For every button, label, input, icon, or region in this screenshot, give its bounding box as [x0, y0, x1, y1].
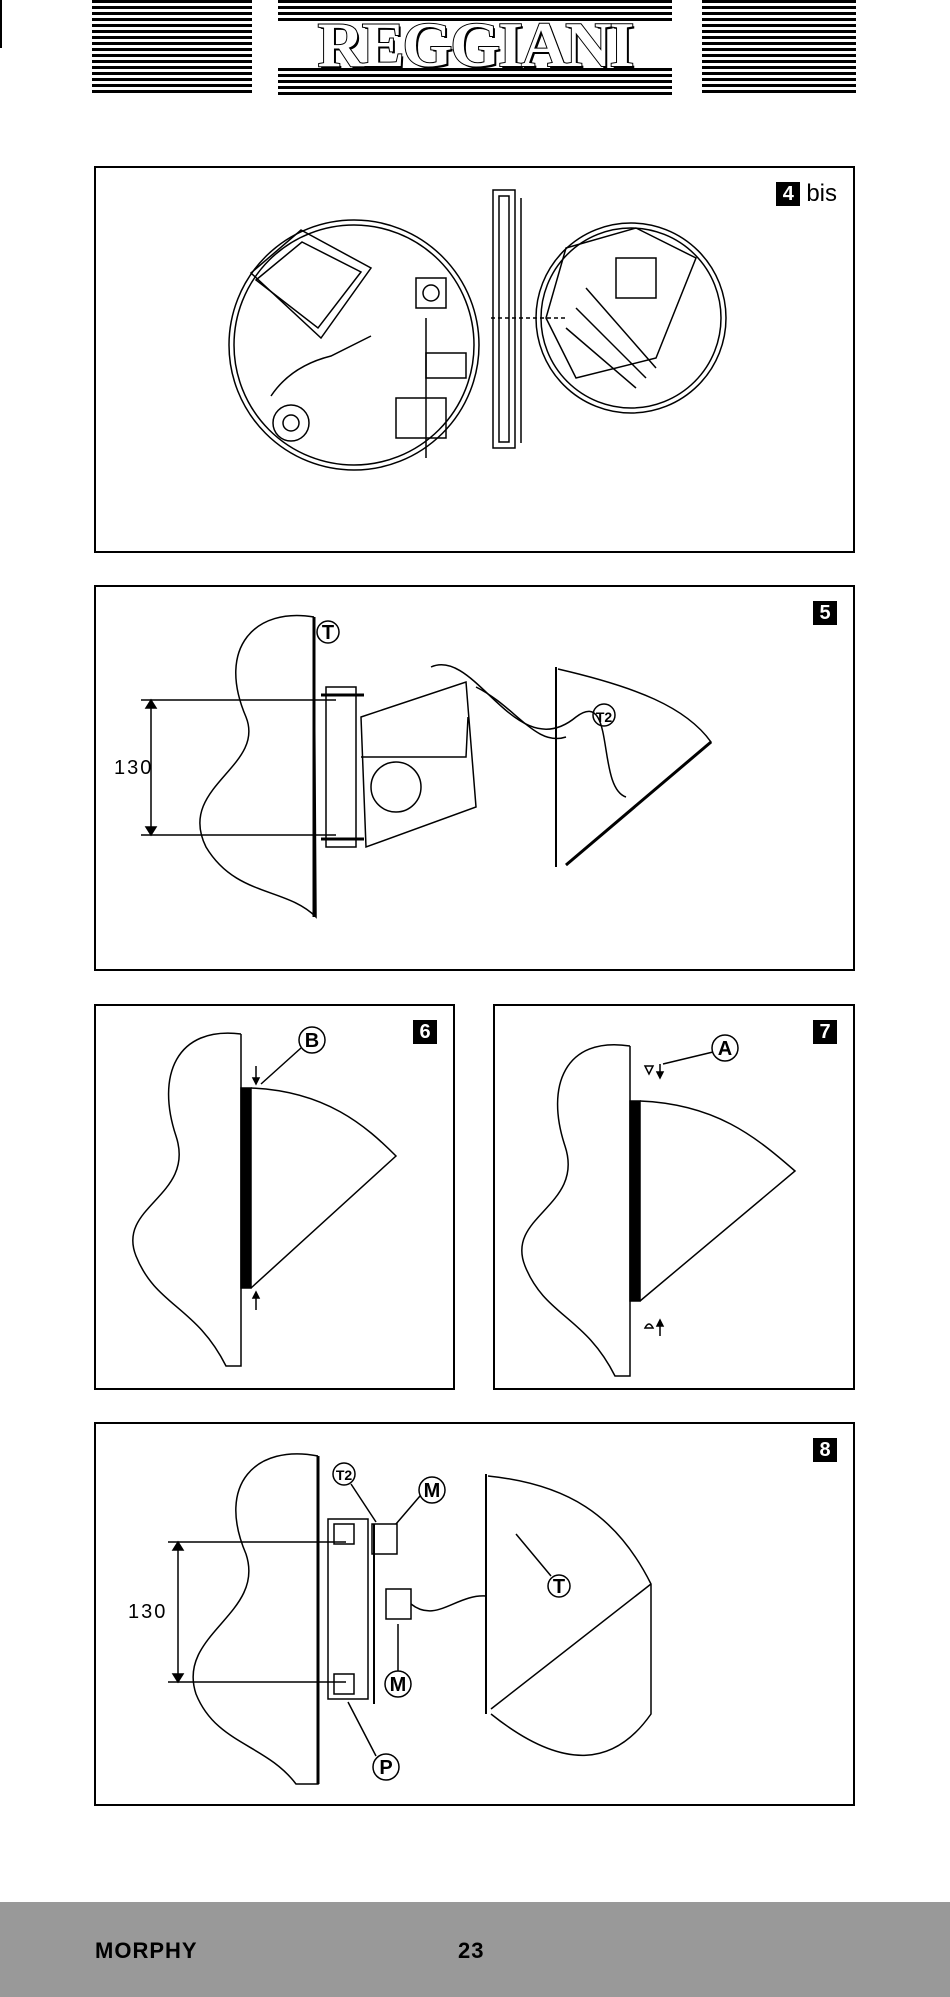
callout-t2-circle — [592, 703, 616, 727]
mounting-plate — [327, 1518, 369, 1700]
header-stripes-right — [702, 0, 856, 96]
fixture-back-view — [228, 219, 480, 471]
callout-a-circle — [711, 1034, 739, 1062]
connector-m — [385, 1588, 412, 1620]
lamp-shade — [557, 668, 713, 866]
mount-ring — [272, 404, 310, 442]
fixture-shade — [250, 1087, 398, 1289]
figure-label: 4 bis — [776, 182, 837, 206]
wall-profile — [192, 1453, 319, 1785]
wall-profile — [199, 614, 317, 919]
figure-number: 4 — [776, 182, 801, 206]
figure-number: 7 — [813, 1020, 837, 1044]
figure-5-drawing: T T2 130 — [114, 614, 713, 919]
figure-number: 6 — [413, 1020, 437, 1044]
brand-logo: REGGIANI — [317, 9, 636, 81]
wall-profile — [521, 1044, 631, 1377]
callout-b: B — [305, 1030, 319, 1052]
fixture-shade — [639, 1100, 797, 1302]
product-name: MORPHY — [95, 1938, 198, 1963]
terminal-block-m — [371, 1523, 398, 1555]
front-frame — [492, 189, 516, 449]
figure-8-panel: 8 T2 M T M P 130 — [94, 1422, 855, 1806]
callout-t2-circle — [332, 1462, 356, 1486]
page-number: 23 — [458, 1938, 485, 1963]
callout-b-circle — [298, 1026, 326, 1054]
reflector — [545, 227, 697, 379]
dimension-label: 130 — [114, 757, 153, 779]
page-footer: MORPHY 23 — [0, 1902, 950, 1997]
figure-7-drawing: A — [521, 1034, 797, 1377]
wall-profile — [132, 1032, 242, 1367]
figure-5-panel: 5 T T2 130 — [94, 585, 855, 971]
figure-label: 6 — [413, 1020, 437, 1044]
fixture-ring — [240, 1087, 252, 1289]
fixture-ring — [629, 1100, 641, 1302]
callout-t-circle — [547, 1574, 571, 1598]
callout-t: T — [553, 1576, 565, 1598]
callout-t2: T2 — [336, 1467, 353, 1483]
page-header: REGGIANI — [0, 0, 950, 100]
callout-t2: T2 — [596, 709, 613, 725]
figure-6-panel: 6 B — [94, 1004, 455, 1390]
power-cable — [430, 664, 627, 798]
figure-number: 8 — [813, 1438, 837, 1462]
callout-m-bottom: M — [390, 1674, 407, 1696]
figure-4bis-drawing — [228, 189, 727, 471]
callout-m-top-circle — [418, 1476, 446, 1504]
crop-mark-top — [0, 0, 2, 48]
callout-m-top: M — [424, 1480, 441, 1502]
callout-t: T — [322, 622, 334, 644]
figure-number: 5 — [813, 601, 837, 625]
header-stripes-center-top — [278, 0, 672, 22]
figure-label: 8 — [813, 1438, 837, 1462]
fixture-body — [360, 680, 477, 849]
callout-t-circle — [316, 620, 340, 644]
callout-p: P — [379, 1757, 392, 1779]
figure-7-panel: 7 A — [493, 1004, 855, 1390]
dimension-label: 130 — [128, 1601, 167, 1623]
header-stripes-center-bottom — [278, 68, 672, 96]
figure-label: 7 — [813, 1020, 837, 1044]
figure-4bis-panel: 4 bis — [94, 166, 855, 553]
mounting-plate — [325, 686, 357, 848]
figure-8-drawing: T2 M T M P 130 — [128, 1453, 652, 1785]
figure-6-drawing: B — [132, 1026, 398, 1367]
terminal-block — [425, 352, 467, 379]
header-stripes-left — [92, 0, 252, 96]
lamp-housing — [249, 229, 373, 340]
figure-suffix: bis — [806, 180, 837, 207]
lamp-shade — [487, 1475, 652, 1757]
callout-a: A — [718, 1038, 732, 1060]
figure-label: 5 — [813, 601, 837, 625]
callout-p-circle — [372, 1753, 400, 1781]
